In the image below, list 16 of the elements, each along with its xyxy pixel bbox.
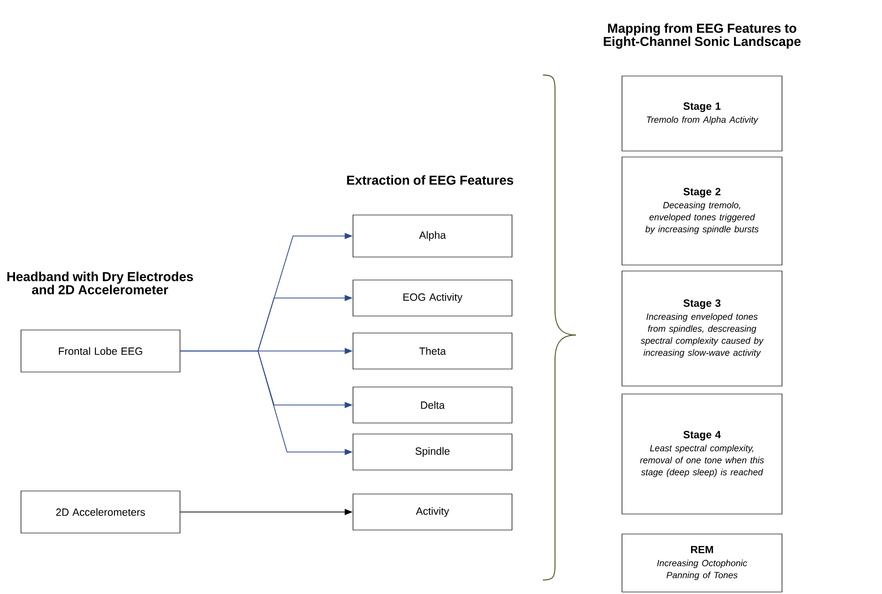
stage-box: Stage 2 Deceasing tremolo, enveloped tones triggered by increasing spindle bursts bbox=[622, 156, 782, 266]
input-box: 2D Accelerometers bbox=[20, 490, 180, 534]
feature-box: Theta bbox=[352, 332, 512, 370]
stage-box: Stage 4 Least spectral complexity, removal of one tone when this stage (deep sleep) is reached bbox=[622, 394, 782, 514]
heading: Extraction of EEG Features bbox=[347, 175, 514, 185]
input-box: Frontal Lobe EEG bbox=[20, 330, 180, 372]
feature-box: Activity bbox=[352, 494, 512, 530]
feature-box: Spindle bbox=[352, 434, 512, 470]
feature-box: Delta bbox=[352, 386, 512, 424]
feature-box: EOG Activity bbox=[352, 280, 512, 316]
feature-box: Alpha bbox=[352, 214, 512, 258]
heading: Headband with Dry Electrodes and 2D Accelerometer bbox=[7, 272, 193, 294]
stage-box: REM Increasing Octophonic Panning of Tones bbox=[622, 534, 782, 592]
stage-box: Stage 1 Tremolo from Alpha Activity bbox=[622, 76, 782, 152]
stage-box: Stage 3 Increasing enveloped tones from spindles, descreasing spectral complexity caused by increasing slow-wave activity bbox=[622, 270, 782, 386]
heading: Mapping from EEG Features to Eight-Channel Sonic Landscape bbox=[604, 23, 801, 49]
